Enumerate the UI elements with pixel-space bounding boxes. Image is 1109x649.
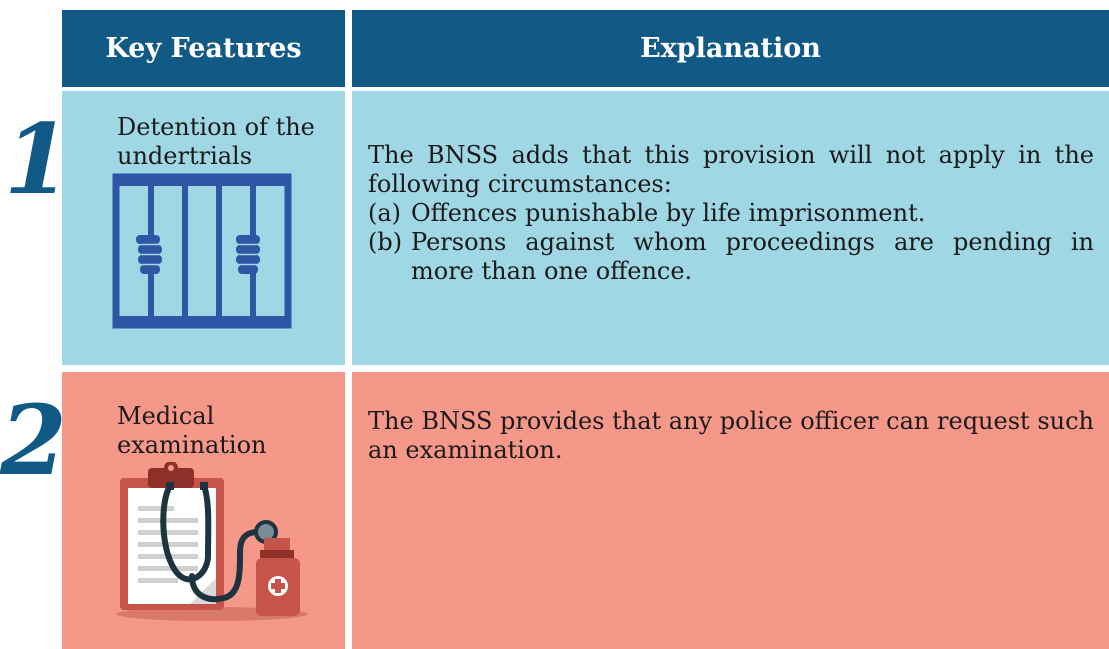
header-explanation-label: Explanation	[640, 33, 821, 64]
row-2-explanation-intro: The BNSS provides that any police office…	[368, 407, 1094, 464]
row-1-explanation-cell	[352, 91, 1109, 365]
row-1-explanation: The BNSS adds that this provision will n…	[368, 141, 1094, 286]
row-2-explanation-cell	[352, 372, 1109, 649]
row-2-feature: Medical examination	[117, 402, 267, 459]
list-item: (b) Persons against whom proceedings are…	[368, 228, 1094, 286]
row-1-explanation-intro: The BNSS adds that this provision will n…	[368, 141, 1094, 198]
jail-bars-icon	[112, 173, 292, 329]
row-1-feature: Detention of the undertrials	[117, 113, 315, 170]
list-marker: (a)	[368, 199, 402, 227]
list-marker: (b)	[368, 228, 403, 256]
row-2-explanation: The BNSS provides that any police office…	[368, 407, 1094, 465]
list-item: (a) Offences punishable by life imprison…	[368, 199, 1094, 228]
list-text: Offences punishable by life imprisonment…	[411, 199, 926, 227]
row-2-number: 2	[0, 384, 67, 497]
list-text: Persons against whom proceedings are pen…	[411, 228, 1094, 285]
row-1-number: 1	[4, 103, 71, 216]
header-key-features: Key Features	[62, 10, 345, 87]
medical-clipboard-stethoscope-icon	[116, 462, 308, 621]
header-key-features-label: Key Features	[105, 33, 302, 64]
header-explanation: Explanation	[352, 10, 1109, 87]
